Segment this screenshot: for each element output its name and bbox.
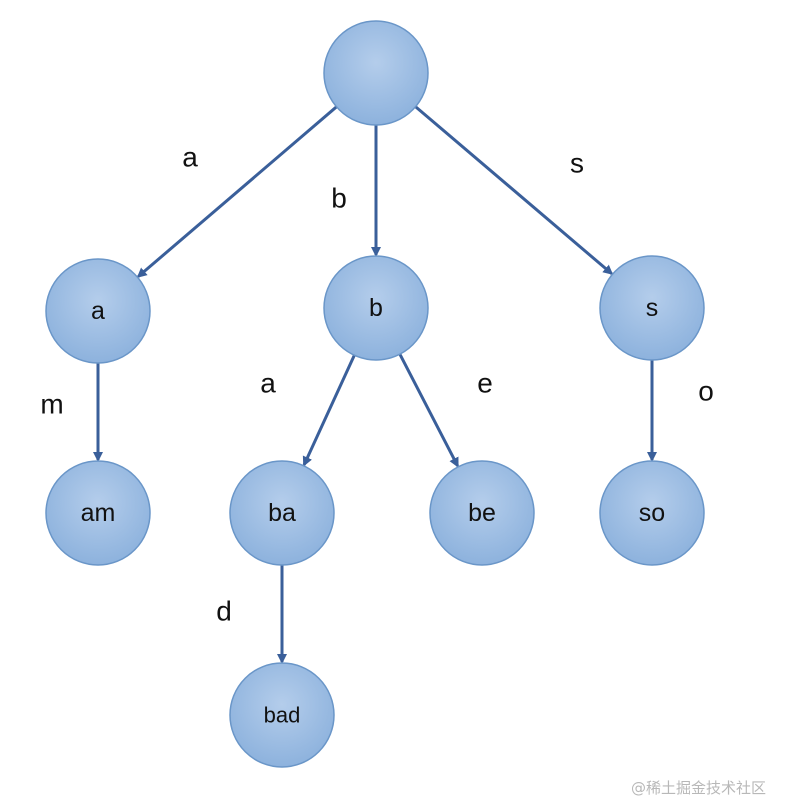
edge-label-b-be: e [477, 368, 493, 399]
node-circle-b [323, 255, 429, 361]
node-circle-so [599, 460, 705, 566]
edge-b-ba [302, 354, 356, 467]
node-s: s [599, 255, 705, 361]
node-circle-ba [229, 460, 335, 566]
watermark: @稀土掘金技术社区 [630, 779, 766, 797]
node-label-bad: bad [264, 703, 301, 728]
edge-label-root-a: a [182, 142, 198, 173]
node-circle-a [45, 258, 151, 364]
edge-label-root-b: b [331, 183, 347, 214]
node-bad: bad [229, 662, 335, 768]
node-root [323, 20, 429, 126]
node-label-ba: ba [268, 499, 296, 527]
edge-label-ba-bad: d [216, 596, 232, 627]
edge-b-be [398, 353, 459, 468]
node-circle-root [323, 20, 429, 126]
node-be: be [429, 460, 535, 566]
node-label-s: s [646, 294, 659, 322]
node-circle-s [599, 255, 705, 361]
node-label-be: be [468, 499, 496, 527]
node-label-so: so [639, 499, 665, 527]
node-ba: ba [229, 460, 335, 566]
edge-root-s [414, 105, 614, 275]
edge-label-b-ba: a [260, 368, 276, 399]
node-circle-bad [229, 662, 335, 768]
edge-label-s-so: o [698, 376, 714, 407]
node-a: a [45, 258, 151, 364]
node-circle-be [429, 460, 535, 566]
node-label-b: b [369, 294, 383, 322]
edge-label-a-am: m [40, 389, 63, 420]
node-so: so [599, 460, 705, 566]
edge-root-a [136, 105, 338, 278]
node-am: am [45, 460, 151, 566]
node-b: b [323, 255, 429, 361]
node-label-am: am [81, 499, 116, 527]
node-label-a: a [91, 297, 105, 325]
edge-label-root-s: s [570, 148, 584, 179]
node-circle-am [45, 460, 151, 566]
